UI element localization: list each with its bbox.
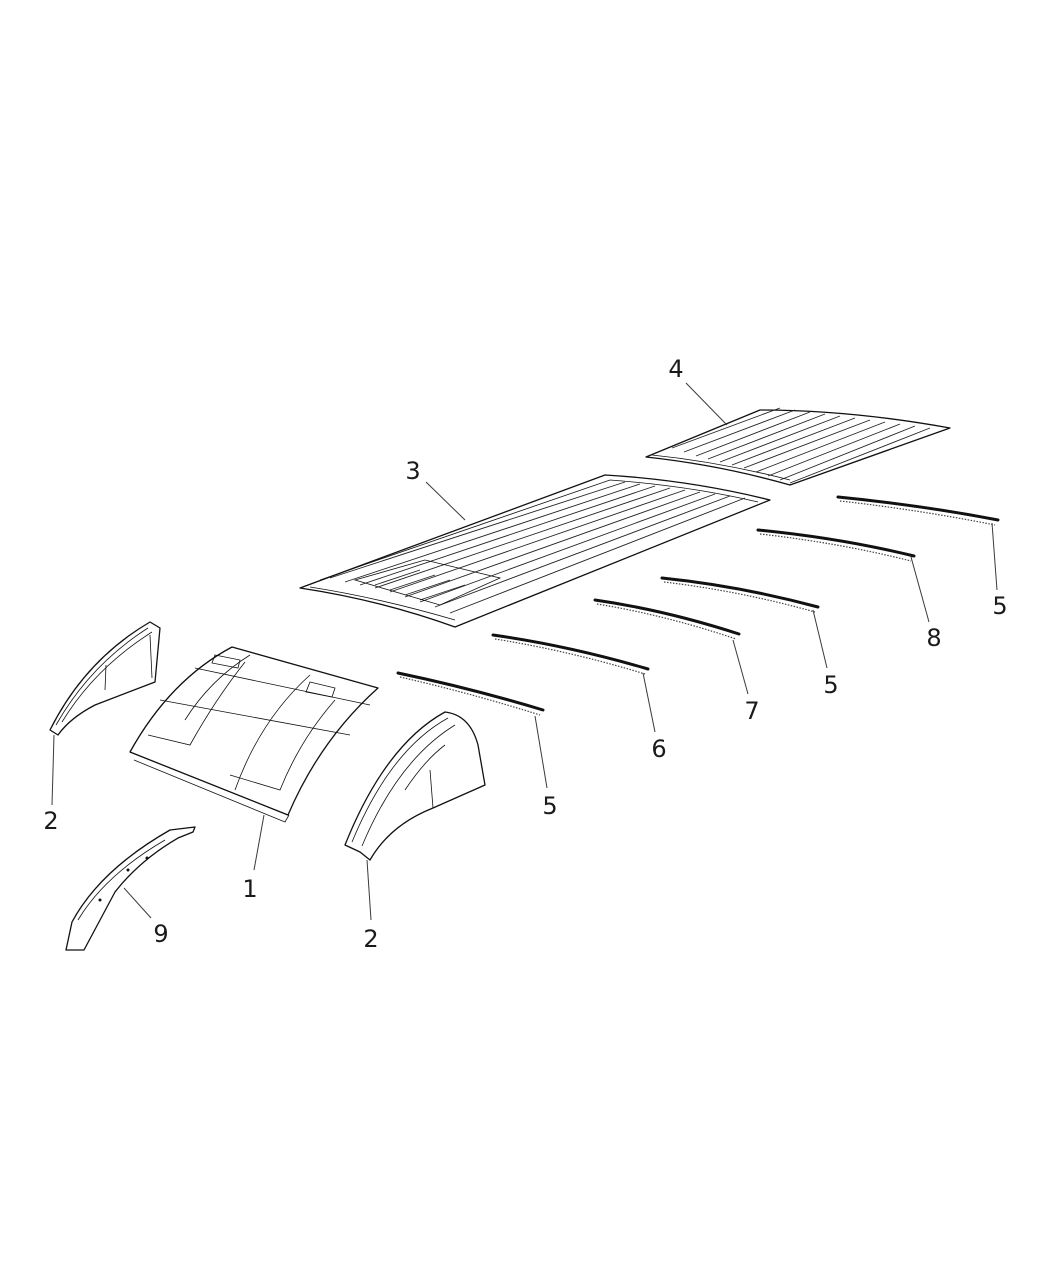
callout-3[interactable]: 3 bbox=[405, 457, 466, 521]
leader-line bbox=[366, 859, 372, 921]
side-bracket-left[interactable] bbox=[49, 621, 161, 736]
leader-line bbox=[732, 639, 749, 695]
callout-label: 1 bbox=[242, 875, 257, 903]
callout-9[interactable]: 9 bbox=[123, 887, 169, 948]
roof-bow-7[interactable] bbox=[593, 598, 741, 640]
callout-8[interactable]: 8 bbox=[910, 556, 942, 652]
leader-line bbox=[910, 556, 930, 623]
callout-label: 9 bbox=[153, 920, 168, 948]
side-bracket-right[interactable] bbox=[344, 711, 486, 861]
callout-1[interactable]: 1 bbox=[242, 814, 265, 903]
callout-label: 6 bbox=[651, 735, 666, 763]
callout-label: 5 bbox=[542, 792, 557, 820]
callout-5-mid[interactable]: 5 bbox=[812, 609, 839, 699]
callout-4[interactable]: 4 bbox=[668, 355, 728, 426]
callout-5-front[interactable]: 5 bbox=[534, 715, 558, 820]
callout-6[interactable]: 6 bbox=[642, 672, 667, 763]
leader-line bbox=[534, 715, 548, 789]
roof-bow-5-front[interactable] bbox=[396, 671, 545, 716]
leader-line bbox=[253, 814, 265, 871]
callout-label: 3 bbox=[405, 457, 420, 485]
center-roof-panel[interactable] bbox=[299, 474, 771, 628]
header-reinforcement[interactable] bbox=[65, 826, 196, 951]
front-roof-panel[interactable] bbox=[129, 646, 379, 823]
roof-bow-5-rear[interactable] bbox=[836, 495, 1000, 526]
roof-bow-5-mid[interactable] bbox=[660, 576, 820, 613]
rear-roof-panel[interactable] bbox=[645, 407, 951, 486]
callout-label: 2 bbox=[43, 807, 58, 835]
callout-label: 8 bbox=[926, 624, 941, 652]
callouts: 4 3 5 8 5 7 6 5 bbox=[43, 355, 1007, 953]
callout-label: 7 bbox=[744, 697, 759, 725]
leader-line bbox=[685, 382, 728, 426]
roof-bow-8[interactable] bbox=[756, 528, 916, 562]
callout-2-left[interactable]: 2 bbox=[43, 734, 59, 835]
callout-2-right[interactable]: 2 bbox=[363, 859, 379, 953]
callout-label: 2 bbox=[363, 925, 378, 953]
callout-label: 5 bbox=[992, 592, 1007, 620]
roof-bow-6[interactable] bbox=[491, 633, 650, 675]
callout-5-rear[interactable]: 5 bbox=[991, 522, 1008, 620]
callout-label: 4 bbox=[668, 355, 683, 383]
leader-line bbox=[812, 609, 828, 669]
callout-7[interactable]: 7 bbox=[732, 639, 760, 725]
leader-line bbox=[991, 522, 998, 591]
leader-line bbox=[51, 734, 55, 806]
leader-line bbox=[123, 887, 152, 919]
leader-line bbox=[642, 672, 656, 733]
leader-line bbox=[425, 481, 466, 521]
callout-label: 5 bbox=[823, 671, 838, 699]
